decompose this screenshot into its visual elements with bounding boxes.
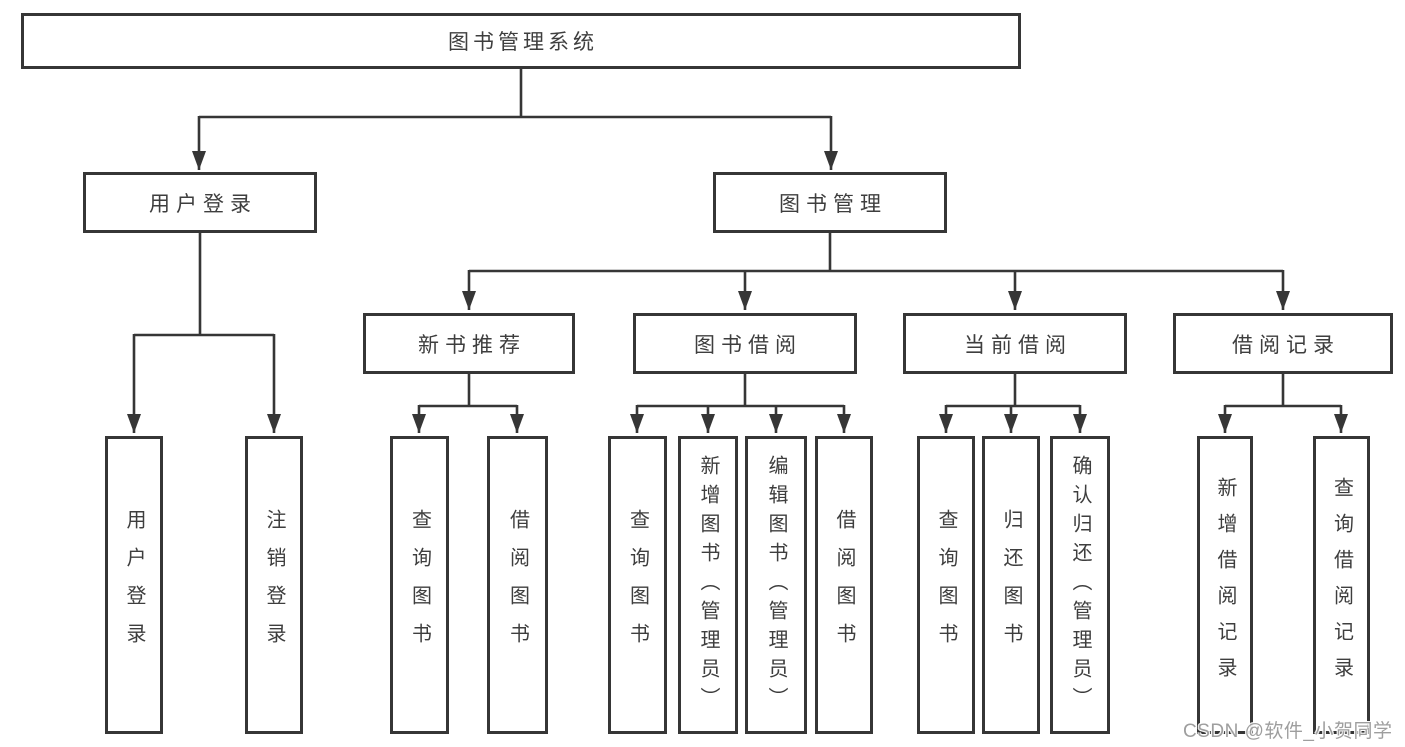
leaf-query-borrow-record-label: 查询借阅记录	[1330, 477, 1353, 693]
leaf-query-books-1: 查询图书	[390, 436, 449, 734]
leaf-confirm-return-admin: 确认归还（管理员）	[1050, 436, 1110, 734]
leaf-query-borrow-record: 查询借阅记录	[1313, 436, 1370, 734]
node-book-borrow: 图书借阅	[633, 313, 857, 374]
leaf-edit-book-admin-label: 编辑图书（管理员）	[765, 454, 787, 716]
leaf-user-login: 用户登录	[105, 436, 163, 734]
leaf-add-borrow-record-label: 新增借阅记录	[1214, 477, 1236, 693]
node-new-book-recommend: 新书推荐	[363, 313, 575, 374]
leaf-add-book-admin: 新增图书（管理员）	[678, 436, 738, 734]
node-borrow-records: 借阅记录	[1173, 313, 1393, 374]
node-new-book-recommend-label: 新书推荐	[418, 333, 526, 357]
node-root-label: 图书管理系统	[448, 31, 598, 54]
node-book-management: 图书管理	[713, 172, 947, 233]
leaf-borrow-book-2: 借阅图书	[815, 436, 873, 734]
leaf-confirm-return-admin-label: 确认归还（管理员）	[1069, 454, 1091, 716]
leaf-query-books-2-label: 查询图书	[626, 509, 649, 661]
leaf-borrow-book-1-label: 借阅图书	[506, 509, 529, 661]
leaf-query-books-3: 查询图书	[917, 436, 975, 734]
leaf-query-books-1-label: 查询图书	[408, 509, 431, 661]
leaf-user-login-label: 用户登录	[123, 509, 145, 661]
node-user-login-label: 用户登录	[149, 192, 257, 216]
watermark: CSDN @软件_小贺同学	[1183, 721, 1393, 742]
node-current-borrow: 当前借阅	[903, 313, 1127, 374]
leaf-query-books-3-label: 查询图书	[935, 509, 957, 661]
leaf-logout-label: 注销登录	[263, 509, 285, 661]
node-user-login: 用户登录	[83, 172, 317, 233]
leaf-add-book-admin-label: 新增图书（管理员）	[697, 454, 719, 716]
leaf-return-book: 归还图书	[982, 436, 1040, 734]
leaf-borrow-book-2-label: 借阅图书	[833, 509, 855, 661]
leaf-borrow-book-1: 借阅图书	[487, 436, 548, 734]
node-root: 图书管理系统	[21, 13, 1021, 69]
leaf-return-book-label: 归还图书	[1000, 509, 1022, 661]
leaf-edit-book-admin: 编辑图书（管理员）	[745, 436, 807, 734]
leaf-add-borrow-record: 新增借阅记录	[1197, 436, 1253, 734]
leaf-query-books-2: 查询图书	[608, 436, 667, 734]
node-book-management-label: 图书管理	[779, 192, 887, 216]
node-current-borrow-label: 当前借阅	[964, 333, 1072, 357]
leaf-logout: 注销登录	[245, 436, 303, 734]
node-book-borrow-label: 图书借阅	[694, 333, 802, 357]
node-borrow-records-label: 借阅记录	[1232, 333, 1340, 357]
